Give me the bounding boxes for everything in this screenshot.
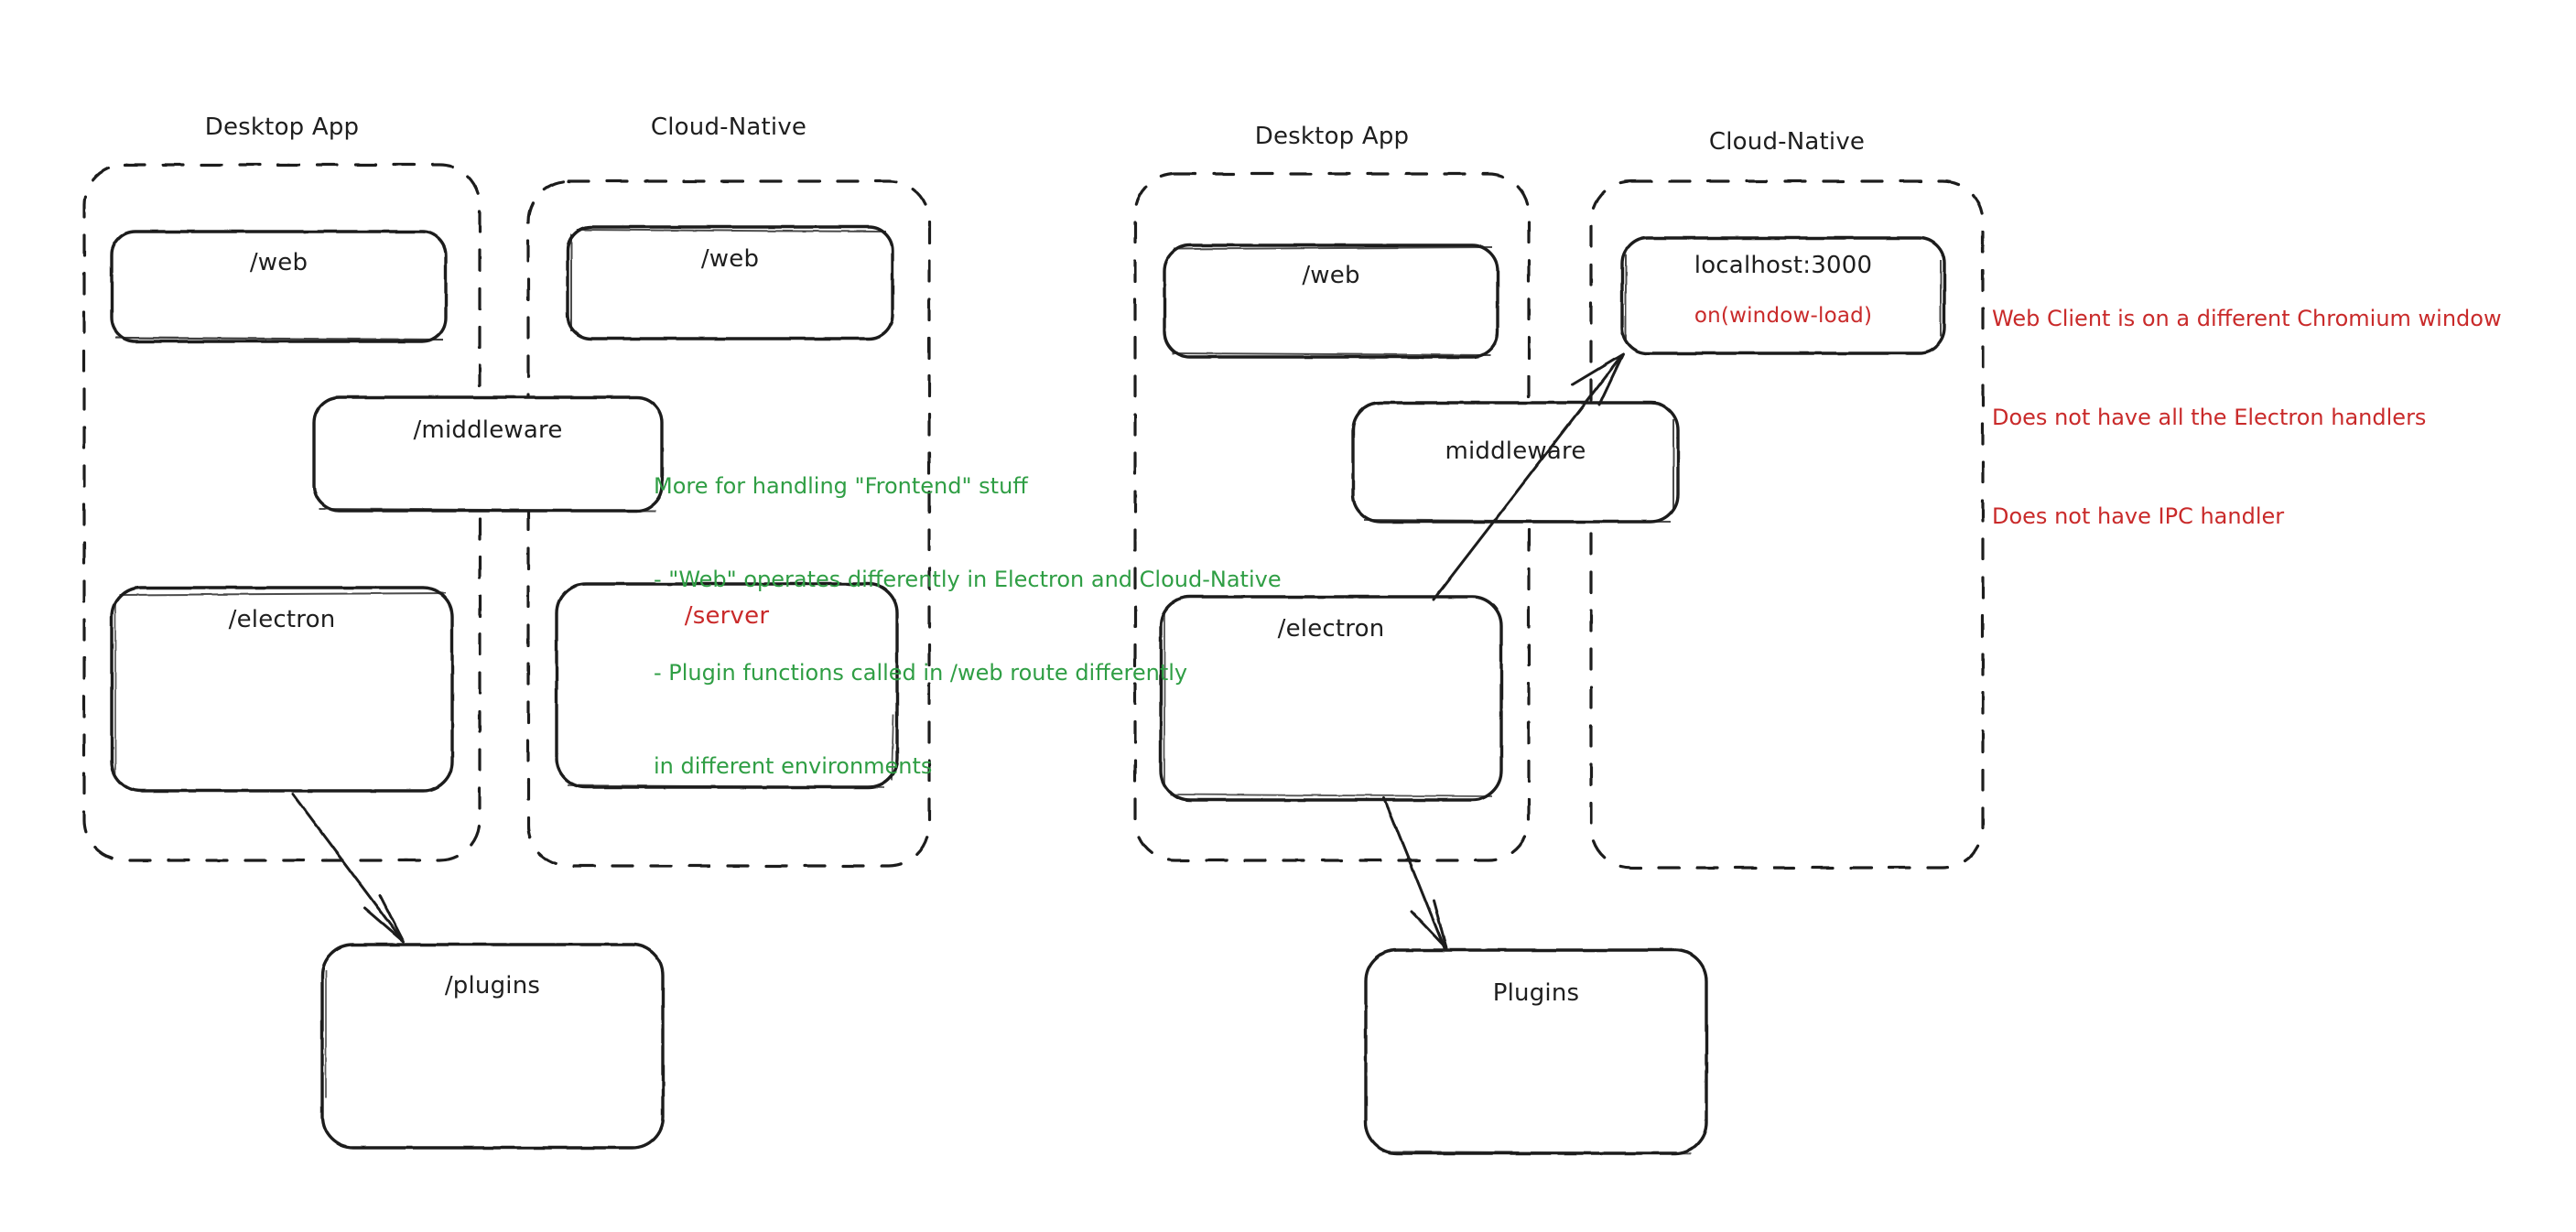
node-label-right-middleware: middleware — [1445, 438, 1586, 465]
edge-left-electron-to-plugins — [291, 793, 406, 944]
group-title-right-desktop-app: Desktop App — [1254, 123, 1410, 150]
annotation-red-line-1: Web Client is on a different Chromium wi… — [1992, 306, 2502, 331]
group-left-cloud-native — [526, 179, 931, 868]
group-right-cloud-native — [1589, 179, 1985, 870]
node-sublabel-right-localhost-onwindowload: on(window-load) — [1694, 304, 1873, 328]
node-box — [1620, 236, 1946, 355]
node-left-plugins[interactable] — [320, 943, 665, 1150]
node-right-localhost[interactable] — [1620, 236, 1946, 355]
dashed-container-left-cloud — [526, 179, 931, 868]
annotation-green-note: More for handling "Frontend" stuff - "We… — [654, 408, 1282, 813]
node-label-right-desktop-web: /web — [1302, 262, 1360, 289]
node-box — [320, 943, 665, 1150]
annotation-red-note: Web Client is on a different Chromium wi… — [1992, 236, 2502, 566]
node-right-desktop-web[interactable] — [1163, 243, 1499, 359]
node-box — [1364, 948, 1708, 1155]
annotation-red-line-2: Does not have all the Electron handlers — [1992, 405, 2427, 430]
node-box — [110, 586, 454, 793]
node-label-left-cloud-web: /web — [700, 245, 760, 273]
node-box — [1159, 595, 1503, 802]
node-box — [555, 582, 899, 789]
node-box — [110, 230, 448, 343]
node-label-left-server: /server — [684, 602, 770, 630]
group-title-left-cloud-native: Cloud-Native — [650, 113, 807, 141]
edge-right-electron-to-localhost — [1432, 352, 1625, 601]
node-right-electron[interactable] — [1159, 595, 1503, 802]
annotation-green-line-2: - "Web" operates differently in Electron… — [654, 567, 1282, 592]
edge-right-electron-to-plugins — [1382, 796, 1448, 950]
group-title-left-desktop-app: Desktop App — [204, 113, 360, 141]
node-label-left-middleware: /middleware — [413, 416, 563, 444]
group-title-right-cloud-native: Cloud-Native — [1708, 128, 1866, 156]
node-label-left-desktop-web: /web — [249, 249, 308, 276]
node-left-electron[interactable] — [110, 586, 454, 793]
group-right-desktop-app — [1133, 172, 1531, 862]
annotation-green-line-4: in different environments — [654, 753, 933, 779]
node-left-server[interactable] — [555, 582, 899, 789]
node-right-plugins[interactable] — [1364, 948, 1708, 1155]
node-right-middleware[interactable] — [1351, 401, 1680, 524]
node-box — [312, 395, 664, 513]
annotation-red-line-3: Does not have IPC handler — [1992, 503, 2285, 529]
node-box — [566, 225, 894, 340]
dashed-container-right-cloud — [1589, 179, 1985, 870]
node-label-right-plugins: Plugins — [1492, 979, 1580, 1007]
node-box — [1163, 243, 1499, 359]
annotation-green-line-3: - Plugin functions called in /web route … — [654, 660, 1188, 686]
dashed-container-left-desktop — [82, 163, 482, 862]
node-label-right-electron: /electron — [1277, 615, 1385, 643]
node-label-right-localhost: localhost:3000 — [1694, 252, 1873, 279]
node-box — [1351, 401, 1680, 524]
group-left-desktop-app — [82, 163, 482, 862]
dashed-container-right-desktop — [1133, 172, 1531, 862]
annotation-green-line-1: More for handling "Frontend" stuff — [654, 473, 1028, 499]
node-left-cloud-web[interactable] — [566, 225, 894, 340]
node-label-left-plugins: /plugins — [444, 972, 541, 1000]
node-label-left-electron: /electron — [228, 606, 336, 633]
node-left-middleware[interactable] — [312, 395, 664, 513]
node-left-desktop-web[interactable] — [110, 230, 448, 343]
